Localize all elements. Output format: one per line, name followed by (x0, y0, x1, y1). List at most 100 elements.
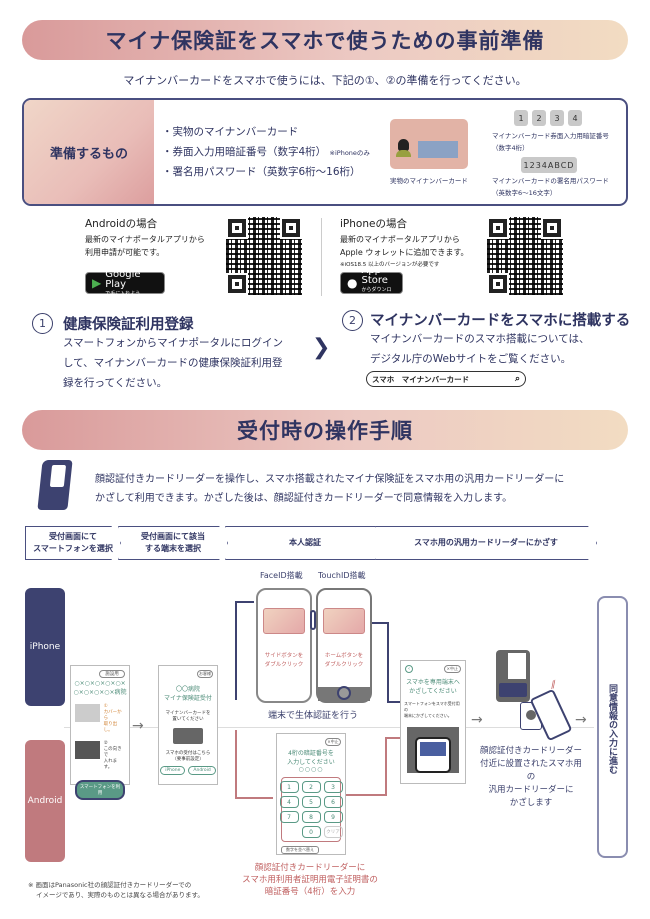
use-smartphone-button[interactable]: スマートフォンを利用 (75, 780, 125, 800)
screen2-sub: スマホの受付はこちら (165, 751, 211, 756)
card-caption: 実物のマイナンバーカード (390, 177, 468, 185)
hold-msg: スマートフォンをスマホ受付用の端末にかざしてください。 (404, 701, 462, 719)
side-button-note: サイドボタンをダブルクリック (258, 652, 310, 670)
apple-icon: ● (347, 276, 358, 290)
faceid-phone: サイドボタンをダブルクリック (256, 588, 316, 703)
s1: ① (103, 704, 108, 709)
pin-dots: ○○○○ (298, 766, 324, 773)
face-reader-illustration (496, 650, 530, 702)
key-2[interactable]: 2 (301, 781, 321, 793)
key-5[interactable]: 5 (301, 796, 321, 808)
section2-title: 受付時の操作手順 (237, 419, 413, 443)
home-button-note: ホームボタンをダブルクリック (318, 652, 370, 670)
s1: カバーから (103, 710, 122, 721)
iphone-title: iPhoneの場合 (340, 218, 407, 230)
hospital-name: ○×○×○×○×病院 (73, 689, 127, 696)
page-title: マイナ保険証をスマホで使うための事前準備 (105, 29, 545, 53)
step2-body: マイナンバーカードのスマホ搭載については、デジタル庁のWebサイトをご覧ください… (370, 329, 589, 369)
card-photo (75, 704, 100, 722)
step-line: する端末を選択 (145, 544, 201, 553)
card-field (418, 141, 458, 158)
subtitle: マイナンバーカードをスマホで使うには、下記の①、②の準備を行ってください。 (123, 74, 527, 87)
s2: ② (103, 741, 108, 746)
caption-line: 付近に設置されたスマホ用の (480, 759, 582, 782)
biometric-caption: 端末で生体認証を行う (268, 711, 359, 721)
qr-finder (280, 217, 302, 239)
step1-number: 1 (32, 313, 53, 334)
touchid-phone: ホームボタンをダブルクリック (316, 588, 372, 703)
step1-line: 録を行ってください。 (63, 377, 168, 389)
key-3[interactable]: 3 (323, 781, 343, 793)
android-to-reader-connector (338, 737, 400, 796)
android-qr-code[interactable] (226, 217, 302, 295)
note-line: サイドボタンを (264, 653, 304, 659)
step2-number: 2 (342, 310, 363, 331)
desc-line: かざして利用できます。かざした後は、顔認証付きカードリーダーで同意情報を入力しま… (95, 493, 513, 504)
mynumber-card (323, 608, 365, 634)
shuffle-button[interactable]: 数字を並べ替え (281, 846, 319, 854)
step-line: スマートフォンを選択 (33, 544, 113, 553)
key-0[interactable]: 0 (301, 826, 321, 838)
side-button[interactable] (310, 610, 316, 630)
touchid-label: TouchID搭載 (318, 571, 366, 580)
iphone-qr-code[interactable] (487, 217, 563, 295)
note-line: ダブルクリック (324, 662, 364, 668)
reader-sensor (526, 710, 536, 720)
prep-box: 準備するもの ・実物のマイナンバーカード ・券面入力用暗証番号（数字4桁） ※i… (22, 98, 628, 206)
step1-title: 健康保険証利用登録 (63, 317, 194, 333)
caption-line: 顔認証付きカードリーダーに (254, 863, 366, 873)
iphone-to-reader-connector (371, 622, 400, 703)
arrow-right-icon: → (471, 712, 483, 728)
key-6[interactable]: 6 (323, 796, 343, 808)
pin-digit: 4 (568, 110, 582, 126)
key-1[interactable]: 1 (279, 781, 299, 793)
iphone-button[interactable]: iPhone (160, 766, 186, 775)
arrow-right-icon: → (575, 712, 587, 728)
qr-finder (226, 217, 248, 239)
android-button[interactable]: Android (188, 766, 216, 775)
flow-step-1: 受付画面にてスマートフォンを選択 (25, 526, 121, 560)
back-icon[interactable]: ‹ (405, 665, 413, 673)
step-line: 受付画面にて該当 (141, 532, 205, 541)
key-8[interactable]: 8 (301, 811, 321, 823)
facility-badge: 施設用 (99, 670, 125, 678)
search-box[interactable]: スマホ マイナンバーカード⌕ (366, 371, 526, 387)
consent-box: 同意情報の入力に進む (597, 596, 628, 858)
card-reader-image (173, 728, 203, 744)
footnote-line: ※ 画面はPanasonic社の顔認証付きカードリーダーでの (28, 881, 192, 889)
android-line: 最新のマイナポータルアプリから (85, 235, 205, 244)
cancel-button[interactable]: ×中止 (325, 738, 341, 746)
password-caption-line: マイナンバーカードの署名用パスワード (492, 177, 609, 185)
hold-title: かざしてください (409, 688, 457, 695)
key-9[interactable]: 9 (323, 811, 343, 823)
iphone-only-note: ※iPhoneのみ (329, 149, 370, 157)
screen2-msg: 置いてください (172, 717, 204, 722)
cancel-button[interactable]: ×中止 (443, 665, 461, 673)
person-body-icon (396, 150, 411, 157)
screen2-title: マイナ保険証受付 (164, 695, 212, 702)
card-reader-icon (37, 460, 73, 510)
step-line: スマホ用の汎用カードリーダーにかざす (414, 538, 558, 547)
caption-line: スマホ用利用者証明用電子証明書の (242, 875, 378, 885)
customer-badge: お客様 (197, 670, 213, 678)
qr-finder (541, 217, 563, 239)
hospital-name: ○×○×○×○×○× (74, 680, 126, 687)
android-connector (235, 730, 273, 799)
faceid-label: FaceID搭載 (260, 571, 303, 580)
key-4[interactable]: 4 (279, 796, 299, 808)
pin-digit: 1 (514, 110, 528, 126)
clear-key[interactable]: クリア (323, 826, 343, 838)
search-query: スマホ マイナンバーカード (372, 374, 470, 384)
iphone-line: Apple ウォレットに追加できます。 (340, 248, 469, 257)
home-button[interactable] (337, 686, 351, 700)
play-triangle-icon: ▶ (92, 276, 102, 290)
pin-caption-line: （数字4桁） (492, 144, 529, 152)
ios-version-note: ※iOS18.5 以上のバージョンが必要です (340, 262, 440, 268)
screen2-sub: （要事前設定） (172, 757, 204, 762)
section2-desc: 顔認証付きカードリーダーを操作し、スマホ搭載されたマイナ保険証をスマホ用の汎用カ… (95, 470, 564, 508)
key-7[interactable]: 7 (279, 811, 299, 823)
qr-finder (487, 217, 509, 239)
